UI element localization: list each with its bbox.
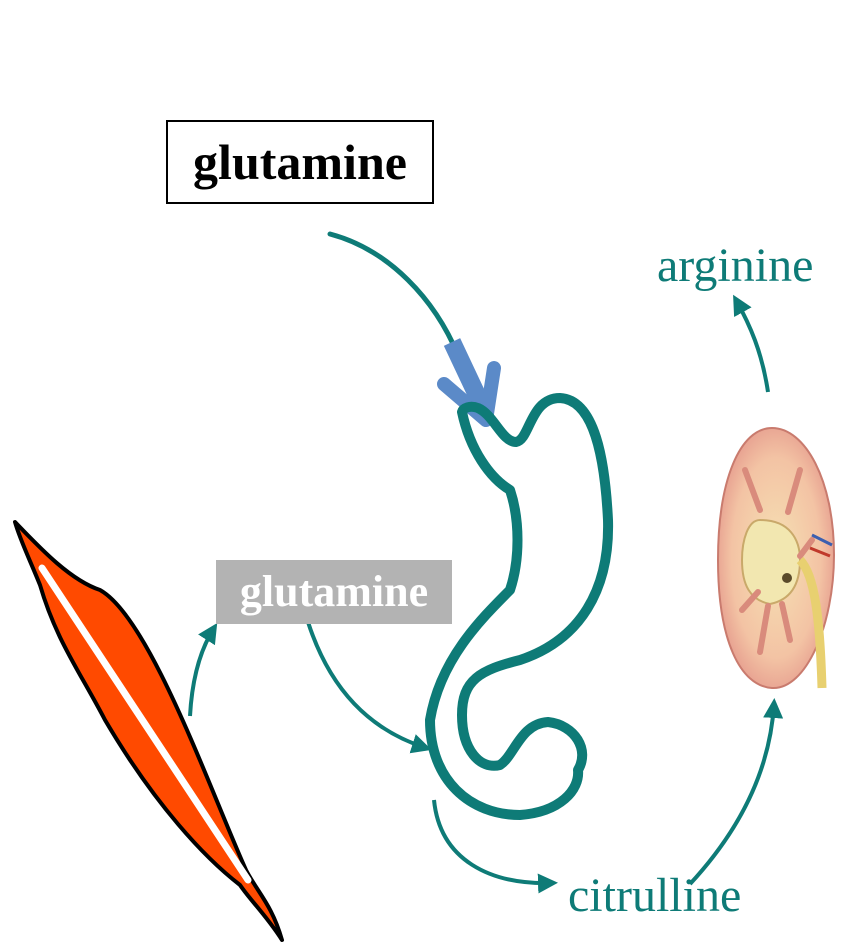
- kidney-icon: [718, 428, 834, 688]
- glutamine-box-label: glutamine: [166, 120, 434, 204]
- intestine-icon: [430, 398, 608, 815]
- arginine-label: arginine: [657, 242, 813, 290]
- glutamine-to-intestine-arrow: [330, 234, 458, 355]
- citrulline-label: citrulline: [568, 872, 741, 920]
- muscle-to-glutamine-arrow: [190, 628, 214, 716]
- citrulline-to-kidney-arrow: [690, 704, 774, 884]
- glutamine-to-intestine-arrow-2: [308, 622, 426, 748]
- glutamine-highlight-label: glutamine: [216, 560, 452, 624]
- kidney-to-arginine-arrow: [736, 300, 768, 392]
